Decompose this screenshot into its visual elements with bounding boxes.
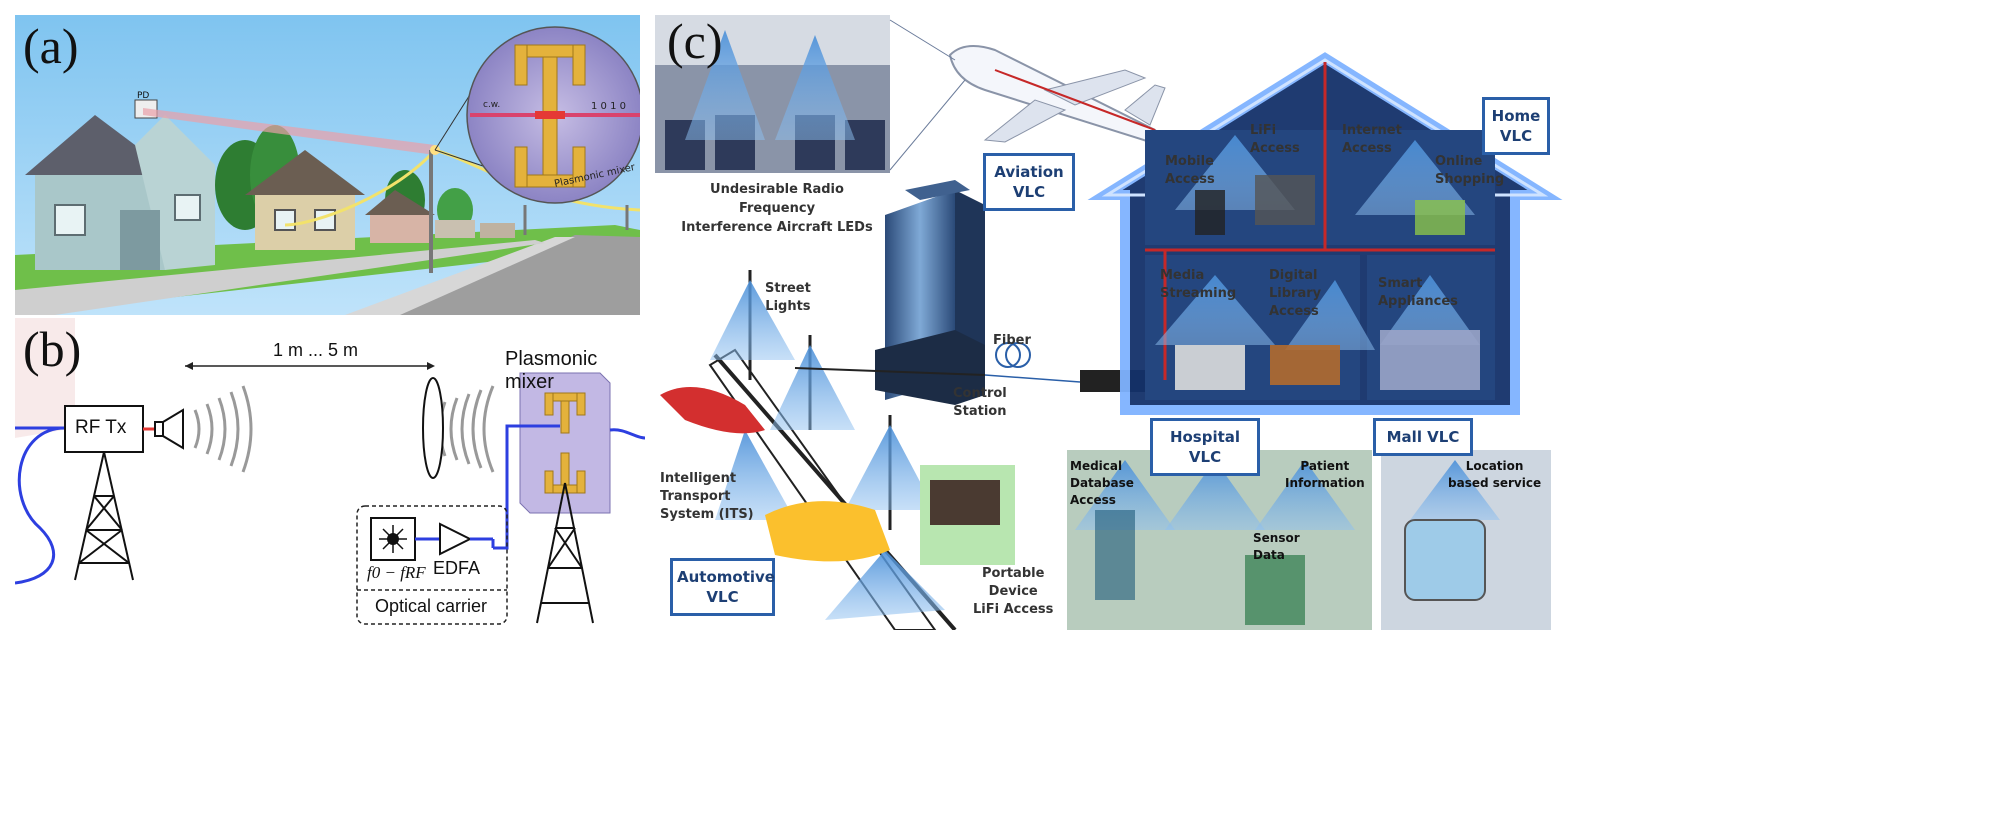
location-service-line-1: Location (1465, 459, 1524, 473)
aircraft-caption-line-1: Undesirable Radio Frequency (710, 182, 844, 216)
sensor-data-line-1: Sensor (1253, 531, 1300, 545)
panel-b-setup: (b) 1 m ... 5 m Plasmonic mixer RF Tx ED… (15, 318, 645, 628)
panel-c-label: (c) (667, 13, 723, 69)
online-shopping-line-2: Shopping (1435, 172, 1505, 187)
sensor-data-label: Sensor Data (1253, 530, 1300, 564)
location-service-line-2: based service (1448, 476, 1542, 490)
media-streaming-label: Media Streaming (1160, 267, 1236, 303)
automotive-vlc-line-2: VLC (706, 588, 739, 606)
fiber-label: Fiber (993, 333, 1031, 348)
control-station-line-2: Station (953, 404, 1007, 419)
its-line-1: Intelligent (660, 471, 737, 486)
portable-device-line-2: Device (988, 584, 1038, 599)
internet-access-label: Internet Access (1342, 122, 1402, 158)
smart-appliances-line-2: Appliances (1378, 294, 1458, 309)
edfa-label: EDFA (433, 558, 481, 578)
digital-library-line-3: Access (1269, 304, 1319, 319)
location-service-label: Location based service (1448, 458, 1541, 492)
home-vlc-house (1087, 52, 1563, 415)
digital-library-line-2: Library (1269, 286, 1322, 301)
mobile-access-label: Mobile Access (1165, 153, 1215, 189)
lifi-access-line-1: LiFi (1250, 123, 1277, 138)
hospital-vlc-label: Hospital VLC (1150, 418, 1260, 476)
distance-label: 1 m ... 5 m (273, 340, 359, 360)
lifi-access-line-2: Access (1250, 141, 1300, 156)
aircraft-caption-line-2: Interference Aircraft LEDs (681, 220, 873, 235)
setup-illustration (15, 318, 645, 625)
aviation-vlc-label: Aviation VLC (983, 153, 1075, 211)
medical-database-line-1: Medical (1070, 459, 1123, 473)
control-station-line-1: Control (953, 386, 1007, 401)
zoom-cw-label: c.w. (483, 100, 500, 110)
street-lights-line-2: Lights (765, 299, 811, 314)
automotive-vlc-label: Automotive VLC (670, 558, 775, 616)
its-line-3: System (ITS) (660, 507, 754, 522)
mobile-access-line-1: Mobile (1165, 154, 1214, 169)
street-lights-label: Street Lights (765, 280, 811, 316)
digital-library-label: Digital Library Access (1269, 267, 1321, 321)
rf-tx-label: RF Tx (75, 417, 127, 438)
panel-b-label: (b) (23, 321, 82, 377)
portable-device-line-1: Portable (981, 566, 1045, 581)
internet-access-line-2: Access (1342, 141, 1392, 156)
smart-appliances-line-1: Smart (1378, 276, 1423, 291)
vlc-applications-illustration (655, 15, 1563, 630)
its-line-2: Transport (660, 489, 731, 504)
sensor-data-line-2: Data (1253, 548, 1285, 562)
mall-vlc-label: Mall VLC (1373, 418, 1473, 456)
online-shopping-line-1: Online (1435, 154, 1483, 169)
aviation-vlc-line-1: Aviation (994, 163, 1064, 181)
patient-information-line-1: Patient (1300, 459, 1350, 473)
mixer-title: Plasmonic mixer (505, 348, 598, 393)
smart-appliances-label: Smart Appliances (1378, 275, 1458, 311)
panel-a-label: (a) (23, 18, 79, 74)
panel-c-vlc-applications: (c) Undesirable Radio Frequency Interfer… (655, 10, 1990, 630)
lifi-access-label: LiFi Access (1250, 122, 1300, 158)
home-vlc-label: Home VLC (1482, 97, 1550, 155)
its-label: Intelligent Transport System (ITS) (660, 470, 754, 524)
aviation-vlc-line-2: VLC (1012, 183, 1046, 201)
control-station-label: Control Station (953, 385, 1007, 421)
panel-a-street-scene: c.w. 1 0 1 0 Plasmonic mixer PD (a) (15, 15, 640, 315)
optical-carrier-label: Optical carrier (375, 596, 488, 616)
online-shopping-label: Online Shopping (1435, 153, 1504, 189)
frequency-label: f0 − fRF (367, 563, 426, 582)
media-streaming-line-1: Media (1160, 268, 1205, 283)
portable-device-line-3: LiFi Access (973, 602, 1054, 617)
medical-database-line-2: Database (1070, 476, 1134, 490)
medical-database-line-3: Access (1070, 493, 1116, 507)
home-vlc-line-2: VLC (1499, 127, 1533, 145)
home-vlc-line-1: Home (1491, 107, 1541, 125)
street-lights-line-1: Street (765, 281, 811, 296)
patient-information-line-2: Information (1285, 476, 1365, 490)
internet-access-line-1: Internet (1342, 123, 1402, 138)
aircraft-caption: Undesirable Radio Frequency Interference… (677, 180, 877, 237)
mobile-access-line-2: Access (1165, 172, 1215, 187)
media-streaming-line-2: Streaming (1160, 286, 1237, 301)
portable-device-label: Portable Device LiFi Access (973, 565, 1053, 619)
airplane (948, 45, 1166, 144)
patient-information-label: Patient Information (1285, 458, 1365, 492)
digital-library-line-1: Digital (1269, 268, 1318, 283)
medical-database-label: Medical Database Access (1070, 458, 1134, 509)
automotive-vlc-line-1: Automotive (677, 568, 775, 586)
zoom-bits-label: 1 0 1 0 (591, 101, 626, 112)
street-scene-illustration: c.w. 1 0 1 0 Plasmonic mixer PD (15, 15, 640, 315)
pd-label: PD (137, 91, 149, 101)
